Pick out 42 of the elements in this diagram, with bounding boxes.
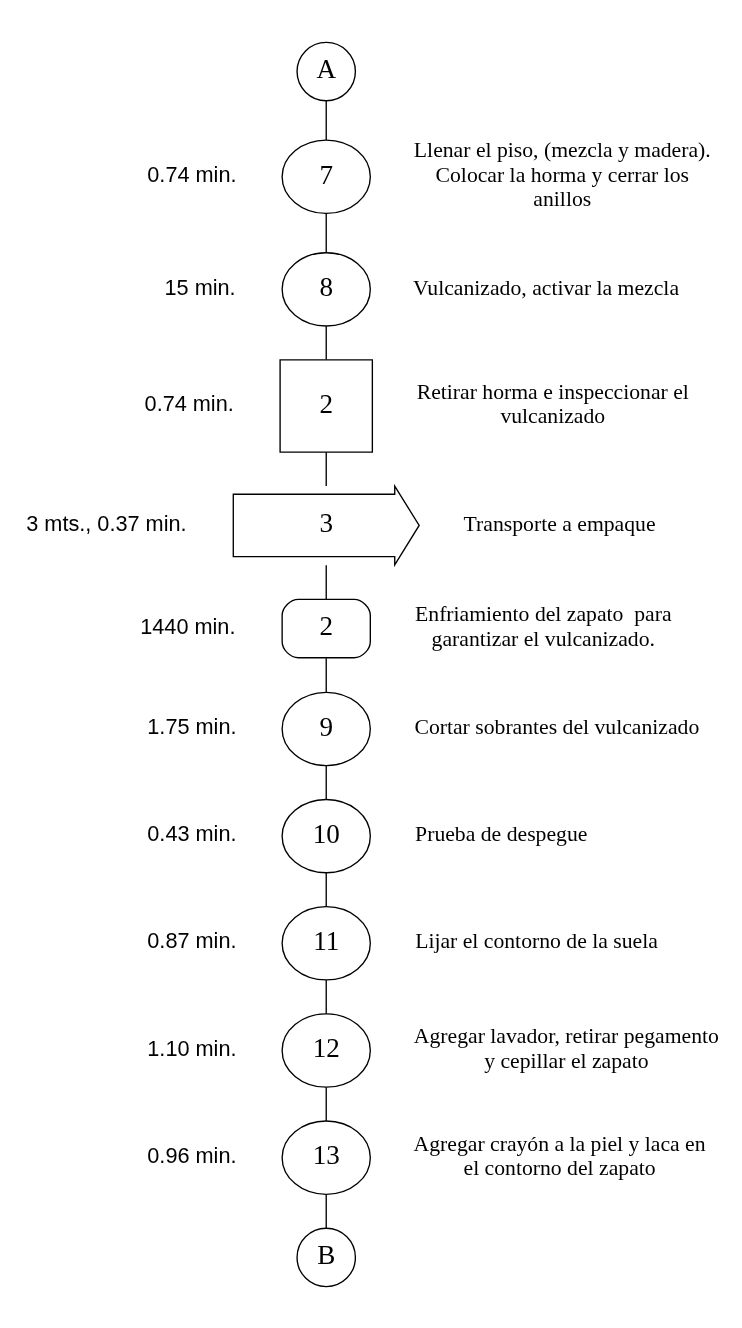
node-label: 0.74 min. [147,161,237,187]
node-ellipse: 8 [281,251,371,327]
connector [325,99,327,141]
node-label: Lijar el contorno de la suela [415,928,658,953]
node-circle: B [296,1227,357,1287]
node-label: Agregar crayón a la piel y laca en el contorno del zapato [413,1131,706,1180]
connector [325,657,327,693]
node-label: Llenar el piso, (mezcla y madera). Colocar la horma y cerrar los anillos [413,137,711,211]
node-circle: A [296,41,357,101]
node-label: 3 mts., 0.37 min. [26,510,187,536]
connector [325,451,327,487]
node-label: 0.87 min. [147,927,237,953]
node-ellipse: 10 [281,798,371,873]
node-label: 0.74 min. [144,390,234,416]
node-box: 2 [279,358,374,453]
node-label: Cortar sobrantes del vulcanizado [414,714,700,739]
node-label: 0.96 min. [147,1142,237,1168]
node-label: Vulcanizado, activar la mezcla [413,275,680,300]
connector [325,871,327,907]
connector [325,564,327,600]
node-ellipse: 9 [281,691,371,766]
node-label: 1.75 min. [147,713,237,739]
connector [325,978,327,1014]
node-box: 2 [281,598,371,658]
connector [325,324,327,360]
connector [325,764,327,800]
node-ellipse: 13 [281,1119,371,1195]
connector [325,1193,327,1229]
node-label: 1.10 min. [147,1035,237,1061]
node-label: Enfriamiento del zapato para garantizar el vulcanizado. [415,601,672,651]
connector [325,212,327,253]
node-ellipse: 12 [281,1012,371,1088]
connector [325,1086,327,1122]
node-label: 1440 min. [140,613,236,639]
node-ellipse: 11 [281,905,371,981]
node-ellipse: 7 [281,138,371,214]
node-label: 15 min. [164,274,236,300]
node-label: Retirar horma e inspeccionar el vulcanizado [416,379,689,428]
node-label: 0.43 min. [147,820,237,846]
node-label: Transporte a empaque [463,511,656,536]
node-label: Prueba de despegue [415,821,588,846]
node-label: Agregar lavador, retirar pegamento y cepillar el zapato [413,1023,719,1073]
